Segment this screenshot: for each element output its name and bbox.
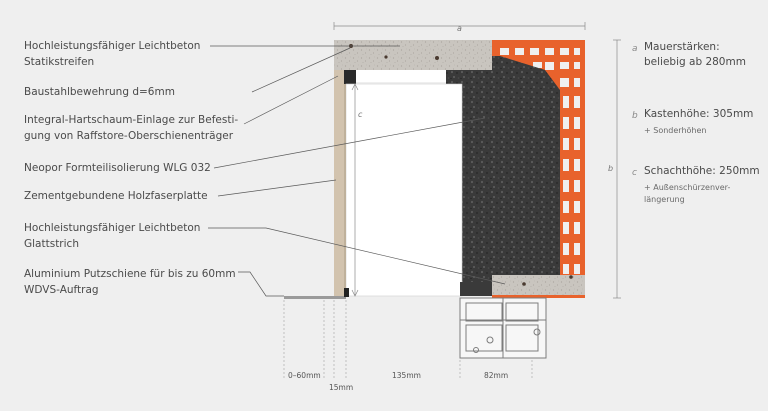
aluminium-plaster-rail xyxy=(284,296,346,299)
spec-letter-a: a xyxy=(632,44,638,54)
label-wood-fibre-board: Zementgebundene Holzfaserplatte xyxy=(24,190,208,202)
spec-box-height-note: + Sonderhöhen xyxy=(644,126,707,135)
dimension-b: b xyxy=(608,164,614,173)
concrete-statics-strip xyxy=(334,40,492,70)
concrete-smooth-screed xyxy=(492,275,585,295)
spec-wall-thickness: Mauerstärken:beliebig ab 280mm xyxy=(644,41,746,68)
dimension-board: 15mm xyxy=(329,383,354,392)
hardfoam-white-insert xyxy=(356,70,446,82)
rebar-dot xyxy=(522,282,526,286)
leader-line-6 xyxy=(208,227,506,285)
spec-shaft-height-note: + Außenschürzenver-längerung xyxy=(644,183,731,204)
hardfoam-insert xyxy=(344,70,356,84)
rebar-dot xyxy=(384,55,388,59)
leader-line-5 xyxy=(217,179,337,197)
spec-letter-c: c xyxy=(632,168,637,178)
window-frame-profile xyxy=(459,297,547,359)
dimension-frame: 82mm xyxy=(484,371,509,380)
label-neopor: Neopor Formteilisolierung WLG 032 xyxy=(24,162,211,174)
rebar-dot xyxy=(569,275,573,279)
rebar-dot xyxy=(435,56,439,60)
spec-letter-b: b xyxy=(632,111,638,121)
dimension-c: c xyxy=(358,110,363,119)
leader-line-7 xyxy=(238,271,284,297)
brick-outer-shell xyxy=(492,40,585,298)
dimension-a: a xyxy=(457,24,462,33)
label-rebar: Baustahlbewehrung d=6mm xyxy=(24,86,175,98)
dimension-wdvs: 0–60mm xyxy=(288,371,321,380)
spec-box-height: Kastenhöhe: 305mm xyxy=(644,108,754,120)
shutter-box-interior xyxy=(346,84,462,296)
leader-line-4 xyxy=(213,117,486,169)
wood-fibre-board xyxy=(334,70,344,298)
dimension-box-depth: 135mm xyxy=(392,371,421,380)
label-hardfoam-insert: Integral-Hartschaum-Einlage zur Befesti-… xyxy=(24,114,239,142)
spec-shaft-height: Schachthöhe: 250mm xyxy=(644,165,760,177)
leader-line-2 xyxy=(251,47,351,93)
leader-line-3 xyxy=(243,75,339,125)
